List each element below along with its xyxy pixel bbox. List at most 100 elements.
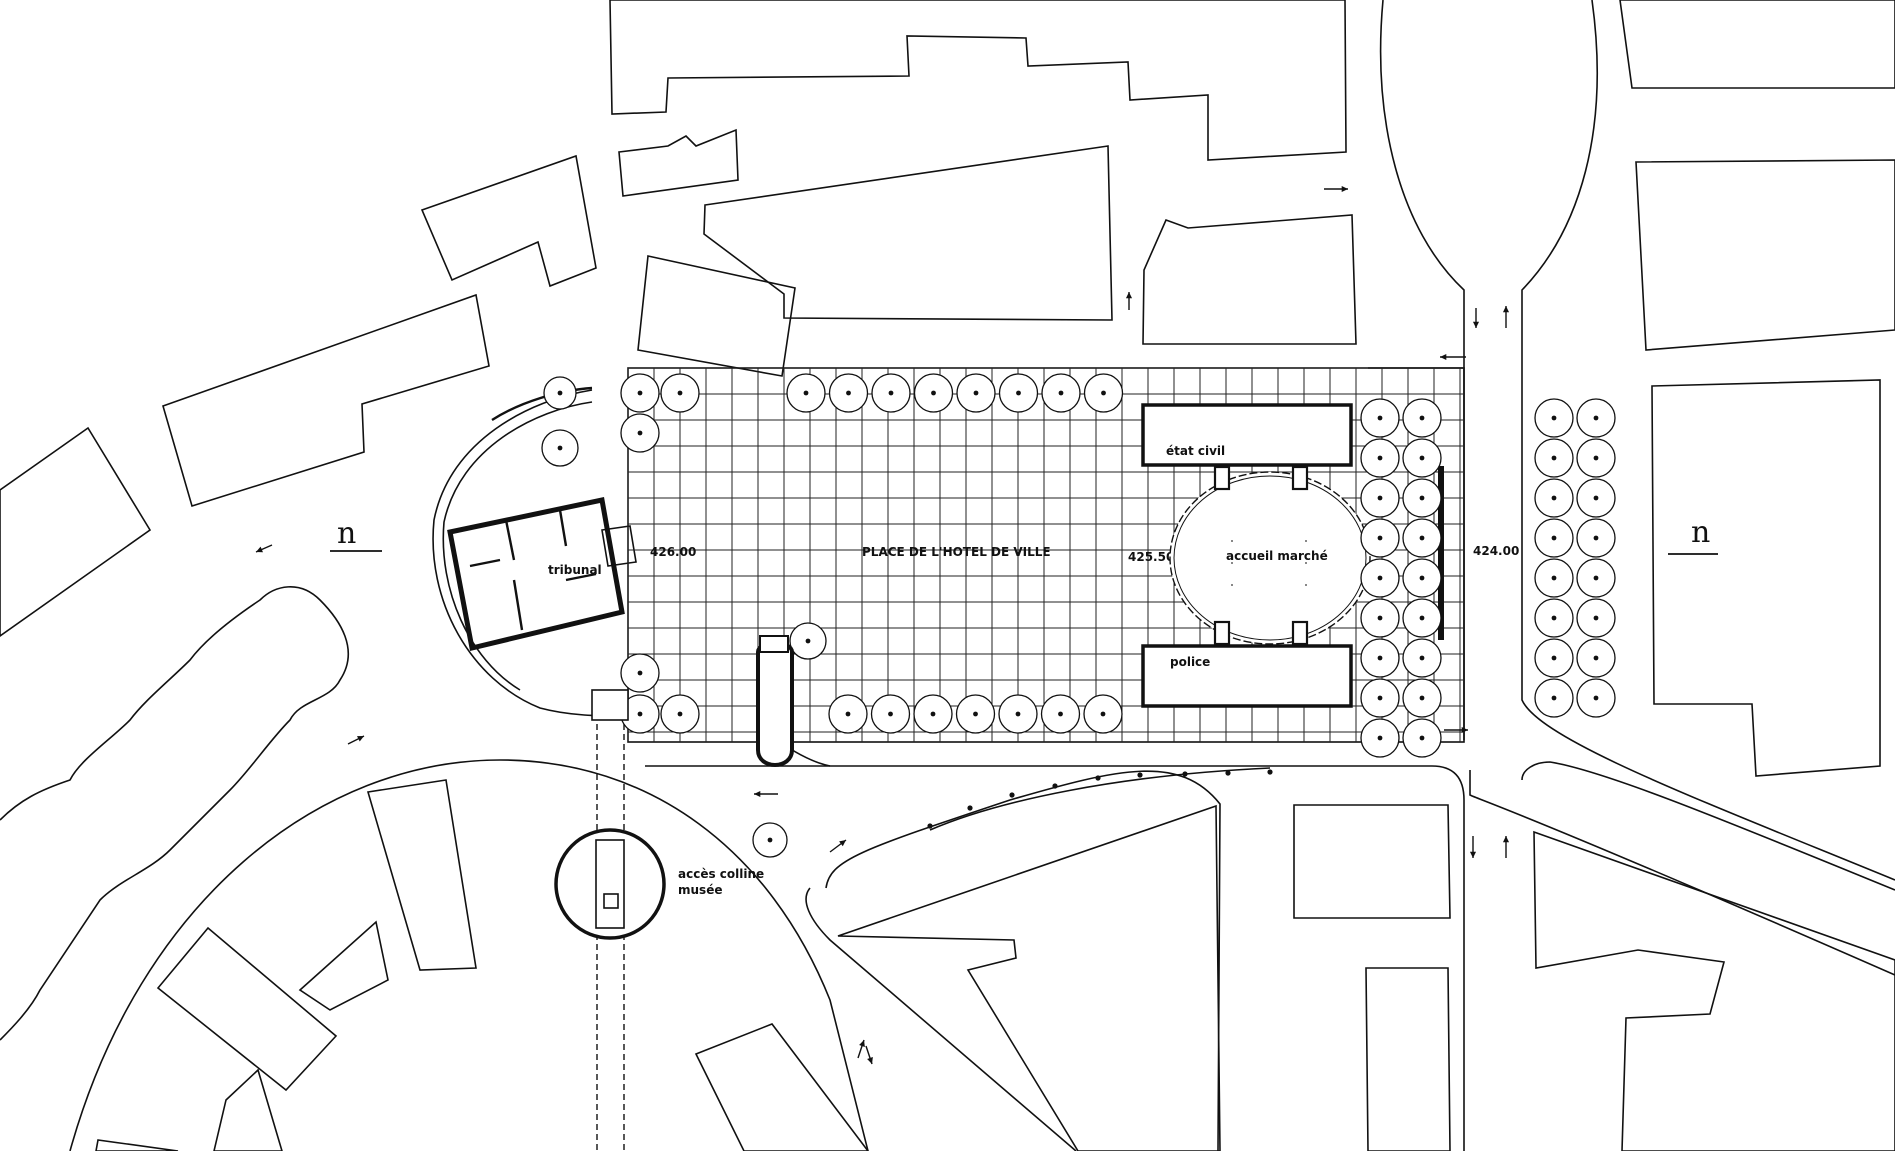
tree-trunk bbox=[1058, 390, 1064, 396]
building-block-north-3 bbox=[420, 154, 597, 288]
tree-trunk bbox=[637, 390, 643, 396]
curved-terrace-wall-inner bbox=[442, 401, 593, 691]
curved-block-south bbox=[825, 770, 1221, 1151]
tree-trunk bbox=[637, 430, 643, 436]
tree-trunk bbox=[1377, 495, 1383, 501]
street-tree-dot bbox=[1182, 771, 1188, 777]
tree-trunk bbox=[930, 711, 936, 717]
traffic-arrow-head bbox=[859, 1040, 865, 1047]
kiosk-head bbox=[759, 635, 789, 653]
tribunal-inner-wall bbox=[504, 519, 516, 561]
tree-trunk bbox=[1593, 535, 1599, 541]
street-tree-dot bbox=[967, 805, 973, 811]
traffic-arrow-head bbox=[1461, 726, 1468, 734]
tree-trunk bbox=[1377, 615, 1383, 621]
tree-trunk bbox=[1377, 575, 1383, 581]
curved-ramp bbox=[491, 386, 593, 422]
tree-trunk bbox=[1015, 711, 1021, 717]
street-edge-east bbox=[1521, 0, 1895, 881]
label-police: police bbox=[1170, 655, 1210, 669]
tree-trunk bbox=[846, 390, 851, 396]
building-block-south-4 bbox=[1533, 830, 1895, 1151]
tree-trunk bbox=[1419, 655, 1425, 661]
musee-shaft bbox=[595, 839, 625, 929]
building-block-south-3 bbox=[1365, 967, 1451, 1151]
column-pier bbox=[1291, 465, 1309, 491]
traffic-arrow-head bbox=[754, 790, 761, 798]
accueil-marche-hall-inner bbox=[1173, 475, 1367, 641]
tree-trunk bbox=[845, 711, 851, 717]
building-block-north-4 bbox=[703, 145, 1113, 321]
building-block-east-1 bbox=[1619, 0, 1895, 89]
tree-trunk bbox=[973, 390, 979, 396]
traffic-arrow-head bbox=[867, 1057, 873, 1064]
tree-trunk bbox=[1419, 535, 1425, 541]
tree-trunk bbox=[1101, 390, 1106, 396]
north-marker-left: n bbox=[330, 516, 382, 552]
label-musee: musée bbox=[678, 883, 722, 897]
tree-trunk bbox=[1377, 535, 1383, 541]
tree-trunk bbox=[1593, 495, 1599, 501]
tree-trunk bbox=[1100, 711, 1106, 717]
tree-trunk bbox=[557, 445, 563, 451]
buildings-east bbox=[1379, 0, 1895, 881]
tree-trunk bbox=[1551, 695, 1557, 701]
north-arrow-icon: n bbox=[337, 516, 356, 551]
tree-trunk bbox=[557, 390, 563, 396]
building-block-east-2 bbox=[1635, 159, 1895, 351]
level-east: 424.00 bbox=[1473, 544, 1519, 558]
tree-trunk bbox=[1593, 615, 1599, 621]
tree-trunk bbox=[1419, 615, 1425, 621]
traffic-arrow-head bbox=[1472, 321, 1480, 328]
tree-trunk bbox=[1377, 735, 1383, 741]
building-block-south-1 bbox=[837, 804, 1221, 1151]
police-block bbox=[1141, 644, 1353, 708]
tree-trunk bbox=[803, 390, 809, 396]
street-edge-east-south bbox=[1521, 761, 1895, 891]
tree-trunk bbox=[931, 390, 936, 396]
traffic-arrow-head bbox=[256, 546, 263, 553]
trees bbox=[541, 373, 1616, 858]
tree-trunk bbox=[888, 390, 894, 396]
tree-trunk bbox=[1593, 575, 1599, 581]
building-block-north-6 bbox=[162, 293, 490, 508]
building-block-north-2 bbox=[618, 128, 739, 197]
tree-trunk bbox=[1593, 415, 1599, 421]
building-block-south-8 bbox=[298, 920, 389, 1011]
tree-trunk bbox=[1058, 711, 1063, 717]
tree-trunk bbox=[1551, 655, 1557, 661]
label-accueil-marche: accueil marché bbox=[1226, 549, 1328, 563]
label-acces-colline: accès colline bbox=[678, 867, 764, 881]
column-pier bbox=[1213, 465, 1231, 491]
kiosk bbox=[756, 635, 794, 767]
label-place-hotel-de-ville: PLACE DE L'HOTEL DE VILLE bbox=[862, 545, 1051, 559]
tree-trunk bbox=[1419, 575, 1425, 581]
street-tree-dot bbox=[1052, 783, 1058, 789]
tree-trunk bbox=[805, 638, 811, 644]
accueil-marche-hall bbox=[1169, 471, 1371, 645]
traffic-arrow-head bbox=[1341, 185, 1348, 193]
tree-trunk bbox=[1377, 455, 1383, 461]
tree-trunk bbox=[1419, 455, 1425, 461]
tribunal-annex bbox=[601, 525, 637, 567]
tree-trunk bbox=[1016, 390, 1021, 396]
north-arrow-icon: n bbox=[1691, 515, 1710, 550]
musee-access: accès colline musée bbox=[554, 689, 764, 1151]
tree-trunk bbox=[677, 711, 683, 717]
buildings-north bbox=[0, 0, 1357, 637]
tree-trunk bbox=[677, 390, 683, 396]
building-block-east-3 bbox=[1651, 379, 1881, 777]
column-pier bbox=[1291, 620, 1309, 646]
tree-trunk bbox=[1593, 655, 1599, 661]
street-edge-south bbox=[1469, 770, 1895, 976]
tribunal-inner-wall bbox=[469, 558, 501, 568]
building-block-south-10 bbox=[95, 1139, 179, 1151]
building-block-north-1 bbox=[609, 0, 1347, 161]
tree-trunk bbox=[767, 837, 773, 843]
north-marker-right: n bbox=[1668, 515, 1718, 555]
hill-edge-curve bbox=[69, 759, 869, 1151]
street-tree-row-curve bbox=[929, 767, 1271, 831]
town-hall: état civil police accueil marché bbox=[1141, 403, 1444, 708]
tree-trunk bbox=[1551, 535, 1557, 541]
